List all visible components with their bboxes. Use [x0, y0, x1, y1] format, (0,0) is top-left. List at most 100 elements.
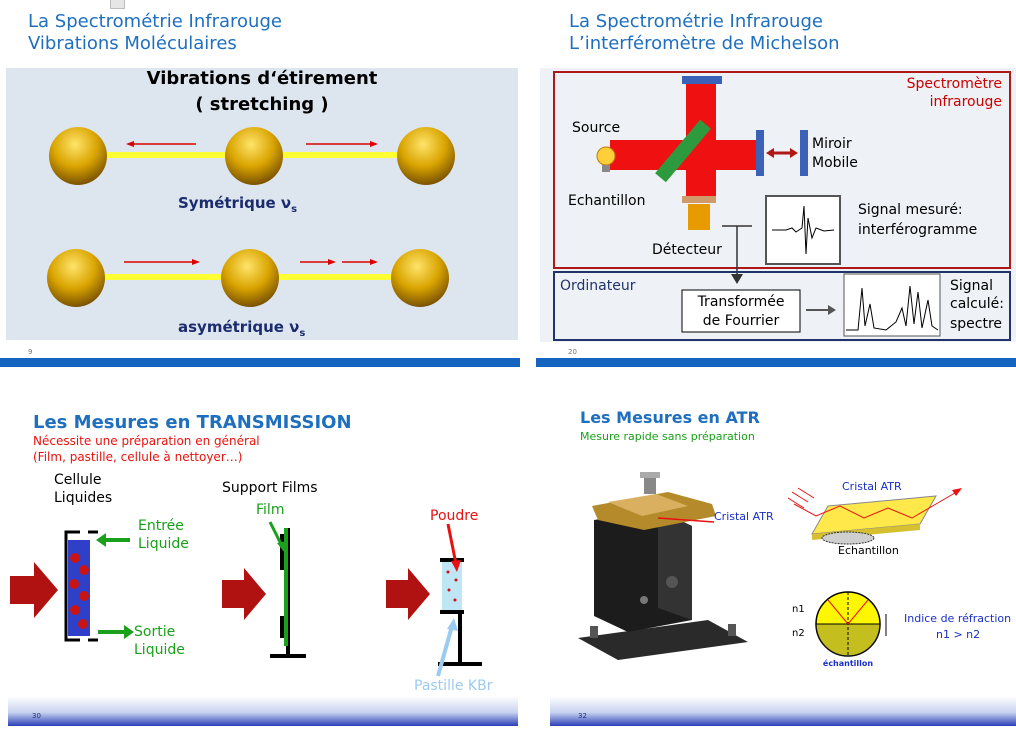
kbr-pellet [442, 560, 462, 612]
arrow-right-icon [192, 259, 200, 265]
slide4-footer-band [550, 696, 1016, 726]
computer-box [553, 271, 1011, 341]
signal-measured-2: interférogramme [858, 222, 977, 238]
beam-splitter [655, 119, 711, 183]
powder-label: Poudre [430, 508, 478, 524]
slide3-footer-band [8, 696, 518, 726]
michelson-diagram: Spectromètre infrarouge Miroir Mobile So… [553, 71, 1011, 341]
fixed-mirror-icon [682, 76, 722, 84]
refraction-label-2: n1 > n2 [936, 628, 980, 641]
slide4-page-number: 32 [578, 712, 587, 720]
atom-center-asym [221, 249, 279, 307]
computer-label: Ordinateur [560, 278, 636, 294]
spectrometer-label-1: Spectromètre [907, 76, 1002, 92]
slide-atr: Les Mesures en ATR Mesure rapide sans pr… [548, 390, 1016, 730]
slide2-footer-band [536, 358, 1016, 367]
stretch-title-2: ( stretching ) [195, 94, 328, 115]
inlet-arrow-icon [96, 533, 106, 547]
signal-calc-3: spectre [950, 316, 1002, 332]
arrow-left-icon [126, 141, 134, 147]
moving-mirror-icon [756, 130, 764, 176]
mirror-label-1: Miroir [812, 136, 852, 152]
outlet-label-1: Sortie [134, 624, 175, 640]
crystal-photo-label: Cristal ATR [714, 510, 774, 523]
mirror-label-2: Mobile [812, 155, 858, 171]
slide3-page-number: 30 [32, 712, 41, 720]
asymmetric-label: asymétrique νs [178, 318, 305, 339]
sample-small-label: échantillon [823, 658, 874, 668]
atom-right-asym [391, 249, 449, 307]
atr-subtitle: Mesure rapide sans préparation [580, 430, 755, 443]
ir-beam-arrow-icon [222, 568, 266, 620]
slide2-content-panel: Spectromètre infrarouge Miroir Mobile So… [540, 68, 1016, 342]
transmission-title: Les Mesures en TRANSMISSION [33, 412, 352, 433]
slide-transmission: Les Mesures en TRANSMISSION Nécessite un… [0, 390, 520, 730]
sample-label: Echantillon [568, 193, 645, 209]
refraction-label-1: Indice de réfraction [904, 612, 1011, 625]
pellet-arrow-icon [447, 618, 458, 631]
atom-left-sym [49, 127, 107, 185]
lamp-icon [596, 146, 616, 166]
film-arrow-icon [277, 541, 287, 552]
fourier-label-1: Transformée [697, 294, 785, 310]
slide2-header-line1: La Spectrométrie Infrarouge [569, 11, 823, 32]
pellet-label: Pastille KBr [414, 678, 493, 694]
slide1-header-line2: Vibrations Moléculaires [28, 33, 237, 54]
stretch-title-1: Vibrations d‘étirement [147, 68, 378, 89]
atom-left-asym [47, 249, 105, 307]
detector-label: Détecteur [652, 242, 722, 258]
symmetric-label: Symétrique νs [178, 194, 297, 215]
slide1-page-number: 9 [28, 348, 33, 356]
n2-label: n2 [792, 628, 805, 639]
cell-label-1: Cellule [54, 472, 102, 488]
slide2-header-line2: L’interféromètre de Michelson [569, 33, 840, 54]
source-label: Source [572, 120, 620, 136]
transmission-diagram: Cellule Liquides Support Films Film Poud… [10, 472, 482, 682]
slide2-page-number: 20 [568, 348, 577, 356]
signal-measured-1: Signal mesuré: [858, 202, 963, 218]
support-label: Support Films [222, 480, 318, 496]
outlet-label-2: Liquide [134, 642, 185, 658]
ir-beam-arrow-icon [10, 562, 58, 618]
atr-title: Les Mesures en ATR [580, 408, 760, 427]
crystal-diagram-label: Cristal ATR [842, 480, 902, 493]
powder-arrow-icon [451, 560, 461, 572]
atr-accessory-base [578, 620, 748, 660]
sample-label: Echantillon [838, 544, 899, 557]
cell-label-2: Liquides [54, 490, 112, 506]
ir-beam-arrow-icon [386, 568, 430, 620]
arrow-right-icon [328, 259, 336, 265]
window-corner-icon [110, 0, 125, 9]
pressure-knob [644, 476, 656, 494]
spectrometer-label-2: infrarouge [930, 94, 1002, 110]
inlet-label-2: Liquide [138, 536, 189, 552]
sample-holder [682, 196, 716, 203]
ray-out-arrow-icon [952, 488, 962, 496]
fourier-box [681, 289, 801, 333]
slide-vibrations: La Spectrométrie Infrarouge Vibrations M… [0, 0, 520, 368]
slide1-footer-band [0, 358, 520, 367]
fourier-label-2: de Fourrier [703, 313, 780, 329]
atom-right-sym [397, 127, 455, 185]
atom-center-sym [225, 127, 283, 185]
double-arrow-icon [766, 148, 774, 158]
arrow-right-icon [828, 305, 836, 315]
atr-diagram: Cristal ATR Cristal ATR Echantillon n1 n… [578, 472, 1011, 668]
spectrometer-box [553, 71, 1011, 269]
film-label: Film [256, 502, 284, 518]
transmission-subtitle-1: Nécessite une préparation en général [33, 434, 260, 448]
stretching-diagram: Vibrations d‘étirement ( stretching ) Sy… [47, 68, 455, 339]
slide1-content-panel: Vibrations d‘étirement ( stretching ) Sy… [6, 68, 518, 340]
arrow-down-icon [731, 274, 743, 284]
film-strip [284, 528, 288, 646]
arrow-right-icon [370, 141, 378, 147]
signal-calc-1: Signal [950, 278, 993, 294]
outlet-arrow-icon [124, 625, 134, 639]
n1-label: n1 [792, 604, 805, 615]
inlet-label-1: Entrée [138, 518, 184, 534]
arrow-right-icon [370, 259, 378, 265]
slide1-header-line1: La Spectrométrie Infrarouge [28, 11, 282, 32]
transmission-subtitle-2: (Film, pastille, cellule à nettoyer…) [33, 450, 243, 464]
slide-michelson: La Spectrométrie Infrarouge L’interférom… [536, 0, 1016, 368]
signal-calc-2: calculé: [950, 296, 1004, 312]
